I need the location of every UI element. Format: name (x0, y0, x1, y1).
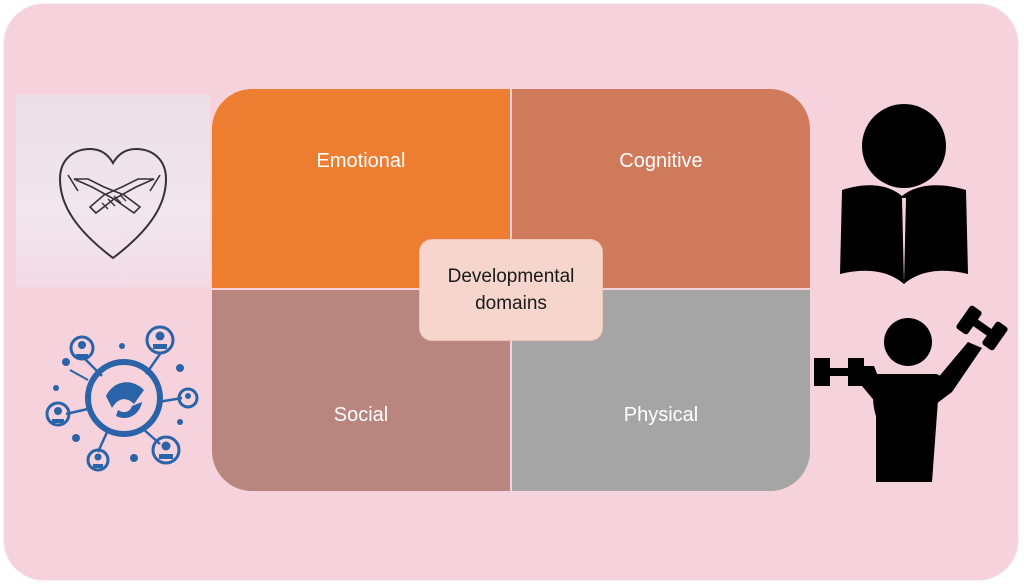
quadrant-emotional-label: Emotional (316, 150, 406, 172)
quadrant-social-label: Social (333, 404, 389, 426)
community-network-icon (42, 318, 202, 474)
person-reading-icon (836, 98, 972, 288)
center-label-box: Developmental domains (420, 240, 602, 340)
quadrant-physical-label: Physical (623, 404, 699, 426)
center-label-line1: Developmental (447, 266, 575, 287)
person-dumbbell-icon (812, 296, 1008, 482)
heart-handshake-icon (16, 95, 210, 287)
center-label-line2: domains (475, 293, 547, 314)
quadrant-cognitive-label: Cognitive (619, 150, 703, 172)
